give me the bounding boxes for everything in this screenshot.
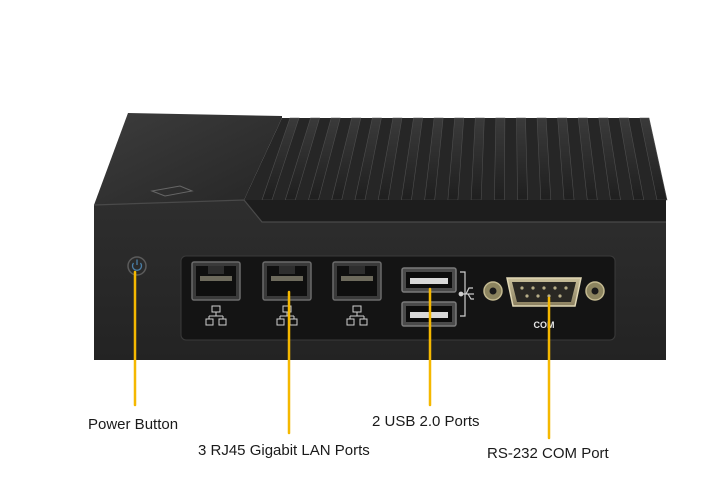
power-icon	[131, 259, 143, 271]
power-button[interactable]	[127, 256, 147, 276]
usb-ports-callout: 2 USB 2.0 Ports	[372, 413, 480, 430]
chassis-lid	[94, 113, 282, 205]
com-port-callout: RS-232 COM Port	[487, 445, 609, 462]
chassis-ledge	[94, 200, 666, 222]
lan-port-3[interactable]	[332, 261, 382, 301]
com-port-label: COM	[534, 320, 555, 330]
heatsink-fin	[516, 117, 528, 201]
network-icon	[276, 305, 298, 326]
lan-port-2[interactable]	[262, 261, 312, 301]
usb-icon	[458, 271, 474, 317]
power-button-callout: Power Button	[88, 416, 179, 433]
com-port[interactable]	[483, 277, 605, 307]
network-icon	[205, 305, 227, 326]
heatsink	[244, 117, 668, 201]
heatsink-fin	[494, 117, 506, 201]
lan-ports-callout: 3 RJ45 Gigabit LAN Ports	[198, 442, 370, 459]
lan-port-1[interactable]	[191, 261, 241, 301]
usb-port-top[interactable]	[401, 267, 457, 293]
heatsink-fin	[639, 117, 668, 201]
network-icon	[346, 305, 368, 326]
lid-logo-icon	[150, 185, 194, 197]
